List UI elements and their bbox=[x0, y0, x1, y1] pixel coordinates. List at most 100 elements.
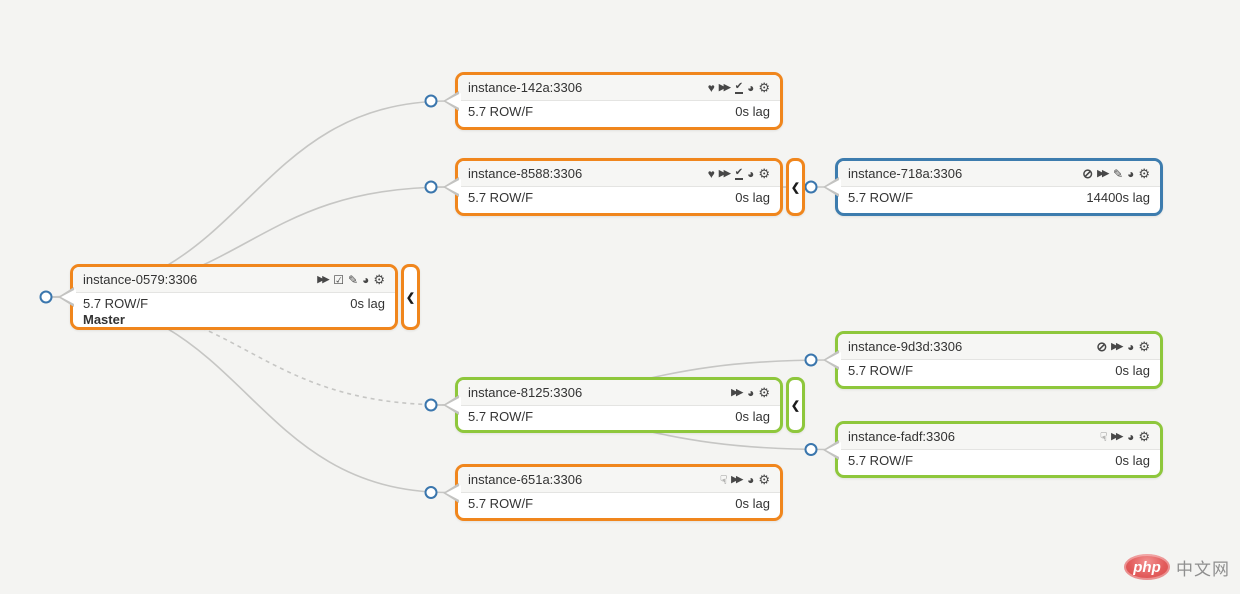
node-header[interactable]: instance-142a:3306 ♥▶▶✔◕⚙ bbox=[458, 75, 780, 101]
lag-label: 0s lag bbox=[350, 296, 385, 311]
node-142a[interactable]: instance-142a:3306 ♥▶▶✔◕⚙ 5.7 ROW/F 0s l… bbox=[443, 72, 783, 130]
connector-circle-0579[interactable] bbox=[39, 290, 53, 304]
php-logo: php bbox=[1124, 554, 1170, 580]
version-label: 5.7 ROW/F bbox=[468, 104, 534, 119]
node-fadf[interactable]: instance-fadf:3306 ☟▶▶ ◕⚙ 5.7 ROW/F 0s la… bbox=[823, 421, 1163, 478]
node-header[interactable]: instance-9d3d:3306 ⊘▶▶◕⚙ bbox=[838, 334, 1160, 360]
node-header[interactable]: instance-0579:3306 ▶▶☑✎◕⚙ bbox=[73, 267, 395, 293]
lag-label: 0s lag bbox=[735, 409, 770, 424]
node-651a[interactable]: instance-651a:3306 ☟▶▶◕⚙ 5.7 ROW/F 0s la… bbox=[443, 464, 783, 521]
callout-notch-fill bbox=[826, 179, 841, 195]
node-718a[interactable]: instance-718a:3306 ⊘▶▶✎◕⚙ 5.7 ROW/F 1440… bbox=[823, 158, 1163, 216]
version-label: 5.7 ROW/F bbox=[848, 190, 914, 205]
connector-circle-651a[interactable] bbox=[424, 486, 438, 499]
gear-icon[interactable]: ⚙ bbox=[758, 80, 770, 95]
node-header[interactable]: instance-651a:3306 ☟▶▶◕⚙ bbox=[458, 467, 780, 493]
collapse-button-0579[interactable]: ❮ bbox=[401, 264, 420, 330]
node-0579[interactable]: instance-0579:3306 ▶▶☑✎◕⚙ 5.7 ROW/F 0s l… bbox=[58, 264, 398, 330]
ban-icon: ⊘ bbox=[1096, 339, 1108, 354]
gear-icon[interactable]: ⚙ bbox=[373, 272, 385, 287]
gear-icon[interactable]: ⚙ bbox=[758, 472, 770, 487]
node-body: 5.7 ROW/F 0s lag bbox=[458, 406, 780, 425]
globe-icon: ◕ bbox=[747, 166, 755, 181]
lag-label: 0s lag bbox=[735, 496, 770, 511]
globe-icon: ◕ bbox=[747, 472, 755, 487]
node-header[interactable]: instance-718a:3306 ⊘▶▶✎◕⚙ bbox=[838, 161, 1160, 187]
connector-circle-9d3d[interactable] bbox=[804, 353, 818, 367]
lag-label: 14400s lag bbox=[1086, 190, 1150, 205]
heart-icon: ♥ bbox=[707, 80, 715, 95]
node-body: 5.7 ROW/F 0s lag bbox=[458, 101, 780, 120]
gear-icon[interactable]: ⚙ bbox=[758, 385, 770, 400]
version-label: 5.7 ROW/F bbox=[468, 190, 534, 205]
node-8588[interactable]: instance-8588:3306 ♥▶▶✔◕⚙ 5.7 ROW/F 0s l… bbox=[443, 158, 783, 216]
gear-icon[interactable]: ⚙ bbox=[1138, 339, 1150, 354]
node-body: 5.7 ROW/F 0s lag bbox=[838, 450, 1160, 469]
node-icons: ▶▶ ◕⚙ bbox=[731, 386, 770, 399]
gear-icon[interactable]: ⚙ bbox=[1138, 429, 1150, 444]
fast-forward-icon: ▶▶ bbox=[1111, 341, 1123, 351]
node-9d3d[interactable]: instance-9d3d:3306 ⊘▶▶◕⚙ 5.7 ROW/F 0s la… bbox=[823, 331, 1163, 389]
instance-title: instance-142a:3306 bbox=[468, 80, 583, 95]
gear-icon[interactable]: ⚙ bbox=[758, 166, 770, 181]
chevron-left-icon: ❮ bbox=[405, 291, 416, 304]
ban-icon: ⊘ bbox=[1082, 166, 1094, 181]
node-body: 5.7 ROW/F 0s lag bbox=[458, 493, 780, 512]
globe-icon: ◕ bbox=[747, 385, 755, 400]
watermark: php 中文网 bbox=[1124, 554, 1230, 580]
collapse-button-8125[interactable]: ❮ bbox=[786, 377, 805, 433]
connector-circle-142a[interactable] bbox=[424, 94, 438, 108]
check-underline-icon: ✔ bbox=[734, 166, 744, 180]
chevron-left-icon: ❮ bbox=[790, 399, 801, 412]
version-label: 5.7 ROW/F bbox=[848, 363, 914, 378]
heart-icon: ♥ bbox=[707, 166, 715, 181]
watermark-text: 中文网 bbox=[1176, 559, 1230, 579]
instance-title: instance-fadf:3306 bbox=[848, 429, 955, 444]
node-header[interactable]: instance-fadf:3306 ☟▶▶ ◕⚙ bbox=[838, 424, 1160, 450]
instance-title: instance-9d3d:3306 bbox=[848, 339, 963, 354]
fast-forward-icon: ▶▶ bbox=[718, 168, 731, 178]
connector-circle-8588[interactable] bbox=[424, 180, 438, 194]
fast-forward-icon: ▶▶ bbox=[317, 274, 329, 284]
pencil-icon: ✎ bbox=[1113, 166, 1124, 181]
fast-forward-icon: ▶▶ bbox=[1111, 431, 1123, 441]
node-header[interactable]: instance-8588:3306 ♥▶▶✔◕⚙ bbox=[458, 161, 780, 187]
fast-forward-icon: ▶▶ bbox=[1097, 168, 1109, 178]
node-body: 5.7 ROW/F 14400s lag bbox=[838, 187, 1160, 206]
instance-title: instance-8125:3306 bbox=[468, 385, 583, 400]
callout-notch-fill bbox=[826, 441, 841, 458]
callout-notch-fill bbox=[826, 352, 841, 368]
callout-notch-fill bbox=[446, 179, 461, 195]
node-icons: ⊘▶▶◕⚙ bbox=[1096, 340, 1150, 353]
node-body: 5.7 ROW/F 0s lag bbox=[458, 187, 780, 206]
connector-circle-fadf[interactable] bbox=[804, 443, 818, 456]
node-header[interactable]: instance-8125:3306 ▶▶ ◕⚙ bbox=[458, 380, 780, 406]
instance-title: instance-0579:3306 bbox=[83, 272, 198, 287]
lag-label: 0s lag bbox=[735, 190, 770, 205]
connector-circle-8125[interactable] bbox=[424, 398, 438, 412]
callout-notch-fill bbox=[446, 93, 461, 109]
pencil-icon: ✎ bbox=[348, 272, 359, 287]
globe-icon: ◕ bbox=[1127, 429, 1135, 444]
instance-title: instance-8588:3306 bbox=[468, 166, 583, 181]
globe-icon: ◕ bbox=[1127, 166, 1135, 181]
node-icons: ♥▶▶✔◕⚙ bbox=[708, 81, 770, 94]
thumbs-down-icon: ☟ bbox=[1099, 429, 1108, 444]
node-8125[interactable]: instance-8125:3306 ▶▶ ◕⚙ 5.7 ROW/F 0s lag bbox=[443, 377, 783, 433]
collapse-button-8588[interactable]: ❮ bbox=[786, 158, 805, 216]
chevron-left-icon: ❮ bbox=[790, 181, 801, 194]
node-icons: ⊘▶▶ ✎◕⚙ bbox=[1082, 167, 1150, 180]
version-label: 5.7 ROW/F bbox=[83, 296, 149, 311]
instance-title: instance-651a:3306 bbox=[468, 472, 583, 487]
version-label: 5.7 ROW/F bbox=[848, 453, 914, 468]
gear-icon[interactable]: ⚙ bbox=[1138, 166, 1150, 181]
role-label: Master bbox=[83, 312, 125, 327]
node-body: 5.7 ROW/F 0s lag Master bbox=[73, 293, 395, 328]
connector-circle-718a[interactable] bbox=[804, 180, 818, 194]
node-icons: ☟▶▶ ◕⚙ bbox=[1100, 430, 1150, 443]
globe-icon: ◕ bbox=[747, 80, 755, 95]
lag-label: 0s lag bbox=[735, 104, 770, 119]
callout-notch-fill bbox=[446, 484, 461, 501]
fast-forward-icon: ▶▶ bbox=[731, 387, 743, 397]
fast-forward-icon: ▶▶ bbox=[718, 82, 731, 92]
